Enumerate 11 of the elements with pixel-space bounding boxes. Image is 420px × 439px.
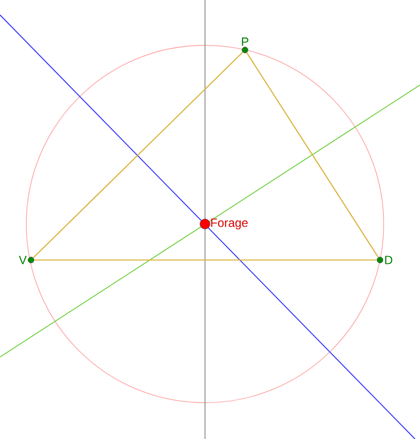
point-label: P <box>242 38 248 46</box>
triangle-side <box>246 52 379 258</box>
point <box>242 46 248 54</box>
point-label: D <box>385 256 392 264</box>
triangle-side <box>32 52 244 258</box>
point <box>376 256 384 264</box>
point <box>28 256 34 264</box>
triangle-side <box>34 259 377 261</box>
point <box>200 218 210 230</box>
point-label: Forage <box>211 218 248 230</box>
point-label: V <box>18 256 27 264</box>
